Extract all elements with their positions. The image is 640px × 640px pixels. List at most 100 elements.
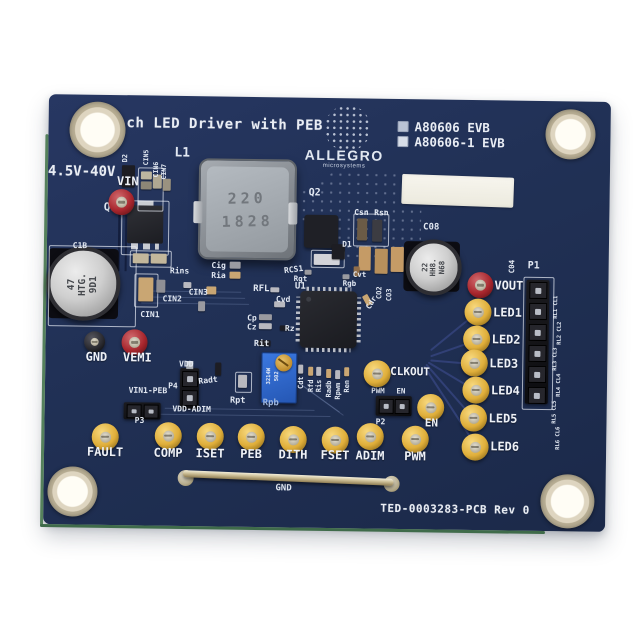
label-led6: LED6 bbox=[490, 439, 520, 454]
smd-component bbox=[138, 277, 154, 302]
ref-label-p1: P1 bbox=[527, 260, 540, 272]
ref-label-rl4-cl4: RL4 CL4 bbox=[555, 373, 563, 397]
ref-label-p4: P4 bbox=[168, 381, 178, 391]
label-fset: FSET bbox=[320, 447, 350, 463]
label-fault: FAULT bbox=[86, 444, 124, 460]
smd-component bbox=[162, 178, 171, 191]
connector-p1 bbox=[524, 279, 550, 405]
p1-pin-socket bbox=[527, 386, 546, 405]
p1-pin-socket bbox=[528, 365, 547, 384]
label-peb: PEB bbox=[240, 446, 262, 462]
jumper-p2 bbox=[375, 395, 412, 417]
ref-label-rl5-cl5: RL5 CL5 bbox=[551, 400, 558, 424]
board-title: 6-ch LED Driver with PEB bbox=[108, 114, 324, 134]
ref-label-en: EN bbox=[396, 386, 406, 396]
test-point-vout bbox=[467, 271, 494, 299]
ref-label-cin1: CIN1 bbox=[140, 309, 160, 320]
ref-label-rl3-cl3: RL3 CL3 bbox=[552, 347, 559, 371]
label-led4: LED4 bbox=[490, 383, 520, 398]
ref-label-cp: Cp bbox=[247, 313, 257, 323]
smd-component bbox=[237, 374, 248, 388]
ref-label-radt: Radt bbox=[197, 374, 219, 387]
smd-component bbox=[344, 367, 350, 377]
label-vemi: VEMI bbox=[122, 350, 152, 365]
smd-component bbox=[258, 323, 272, 330]
smd-component bbox=[390, 246, 404, 273]
label-comp: COMP bbox=[153, 445, 183, 460]
via-dot-circle bbox=[324, 104, 371, 152]
pcb-trace bbox=[160, 413, 331, 418]
smd-component bbox=[258, 314, 272, 321]
smd-component bbox=[156, 279, 166, 293]
label-gnd: GND bbox=[85, 349, 108, 364]
variant-row-2: A80606-1 EVB bbox=[397, 134, 505, 150]
label-vout: VOUT bbox=[494, 278, 524, 293]
label-dith: DITH bbox=[278, 447, 308, 462]
smd-component bbox=[335, 370, 341, 380]
ref-label-rfl: RFL bbox=[253, 283, 270, 295]
p1-pin-socket bbox=[529, 281, 548, 300]
ref-label-rpb: Rpb bbox=[262, 398, 279, 409]
mounting-hole bbox=[47, 466, 98, 517]
ref-label-c08: C08 bbox=[423, 222, 440, 233]
smd-component bbox=[326, 368, 332, 379]
ref-label-q2: Q2 bbox=[308, 187, 321, 199]
smd-component bbox=[372, 219, 383, 242]
ref-label-rpt: Rpt bbox=[230, 395, 246, 406]
inductor-terminal bbox=[193, 201, 203, 224]
ic-pins bbox=[356, 297, 362, 343]
p2-pin-socket bbox=[394, 398, 410, 415]
label-adim: ADIM bbox=[355, 448, 385, 463]
ref-label-rgb: Rgb bbox=[342, 278, 357, 288]
ref-label-3214w: 3214W bbox=[265, 367, 273, 385]
p1-pin-socket bbox=[528, 323, 547, 342]
test-point-led1 bbox=[464, 298, 492, 326]
label-led2: LED2 bbox=[491, 332, 521, 347]
ref-label-cin2: CIN2 bbox=[162, 294, 182, 304]
ref-label-rz: Rz bbox=[284, 323, 295, 334]
mounting-hole bbox=[545, 109, 596, 160]
ref-label-csn: Csn bbox=[354, 207, 369, 218]
ref-label-l1: L1 bbox=[174, 145, 191, 161]
ref-label-cdt: Cdt bbox=[296, 376, 306, 390]
ref-label-rsn: Rsn bbox=[374, 208, 389, 218]
smd-component bbox=[358, 246, 371, 271]
ref-label-cin7: CIN7 bbox=[159, 163, 169, 180]
smd-component bbox=[140, 181, 152, 190]
inductor-terminal bbox=[288, 202, 298, 225]
ref-label-rl1-cl1: RL1 CL1 bbox=[552, 295, 560, 319]
p4-pin-socket bbox=[181, 370, 199, 388]
smd-component bbox=[229, 271, 241, 279]
test-point-led3 bbox=[460, 349, 489, 377]
p3-pin-socket bbox=[143, 404, 159, 419]
label-iset: ISET bbox=[195, 446, 225, 461]
brand-name: ALLEGRO bbox=[304, 146, 384, 164]
ref-label-radb: Radb bbox=[324, 380, 334, 398]
input-voltage-rating: 4.5V-40V bbox=[47, 163, 116, 181]
label-clkout: CLKOUT bbox=[390, 364, 431, 379]
ref-label-vdd: VDD bbox=[178, 359, 194, 369]
variant-row-1: A80606 EVB bbox=[397, 119, 490, 135]
ref-label-ria: Ria bbox=[211, 270, 226, 281]
ref-label-d1: D1 bbox=[342, 239, 352, 249]
ref-label-cin5: CIN5 bbox=[142, 149, 151, 166]
label-led1: LED1 bbox=[492, 305, 523, 320]
pcb-number: TED-0003283-PCB Rev 0 bbox=[380, 501, 530, 517]
mounting-hole bbox=[69, 101, 126, 159]
test-point-adim bbox=[356, 422, 384, 451]
ic-pins bbox=[295, 296, 301, 342]
ref-label-rpwm: Rpwm bbox=[333, 382, 343, 400]
ref-label-vin1-peb: VIN1-PEB bbox=[128, 385, 168, 396]
smd-component bbox=[270, 287, 280, 293]
ref-label-p3: P3 bbox=[134, 415, 145, 425]
test-point-led2 bbox=[462, 325, 491, 353]
smd-component bbox=[150, 253, 167, 264]
variant-checkbox bbox=[397, 135, 409, 148]
ref-label-c04: C04 bbox=[507, 259, 517, 274]
smd-component bbox=[316, 366, 322, 376]
mounting-hole bbox=[540, 474, 595, 529]
ref-label-vdd-adim: VDD-ADIM bbox=[172, 404, 211, 414]
